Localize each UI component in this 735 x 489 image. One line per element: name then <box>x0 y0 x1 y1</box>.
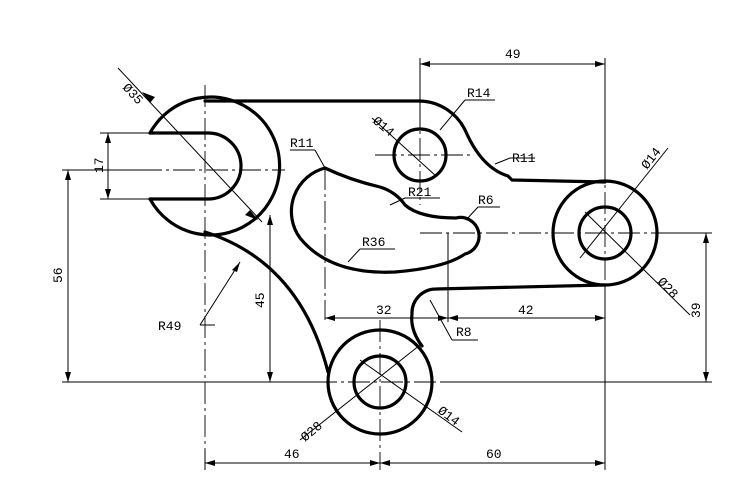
dim-r11-left: R11 <box>290 136 314 151</box>
dim-r49: R49 <box>158 319 181 334</box>
slot-outline <box>148 131 243 201</box>
dimension-lines <box>62 58 712 470</box>
dim-diameter-14-bottom: Ø14 <box>435 403 463 429</box>
dim-diameter-35: Ø35 <box>119 80 146 107</box>
dim-r14: R14 <box>467 86 491 101</box>
dim-32: 32 <box>376 303 392 318</box>
dim-17: 17 <box>92 157 107 173</box>
left-boss-outline <box>148 95 282 237</box>
dim-diameter-14-right: Ø14 <box>638 145 664 173</box>
kidney-slot <box>289 166 481 274</box>
dim-42: 42 <box>518 303 534 318</box>
bottom-boss <box>326 328 434 436</box>
dim-r8: R8 <box>456 325 472 340</box>
dim-60: 60 <box>486 447 502 462</box>
dim-r11-right: R11 <box>512 151 536 166</box>
top-edge <box>203 99 607 184</box>
dim-r6: R6 <box>478 193 494 208</box>
part-outline <box>148 95 659 436</box>
dim-46: 46 <box>284 447 300 462</box>
dim-r21: R21 <box>408 185 432 200</box>
dim-56: 56 <box>51 267 66 283</box>
dim-r36: R36 <box>362 235 385 250</box>
dim-diameter-14-top: Ø14 <box>369 114 397 141</box>
right-hole <box>577 205 633 261</box>
lower-right-edge <box>410 283 607 348</box>
dim-49: 49 <box>505 47 521 62</box>
bottom-hole <box>352 354 408 410</box>
dim-39: 39 <box>689 302 704 318</box>
r49-arc <box>203 230 330 374</box>
dimension-labels: Ø35 17 56 R49 45 R11 R21 R36 32 R8 R14 Ø… <box>51 47 704 462</box>
dim-diameter-28-right: Ø28 <box>654 274 681 301</box>
dim-45: 45 <box>253 292 268 308</box>
